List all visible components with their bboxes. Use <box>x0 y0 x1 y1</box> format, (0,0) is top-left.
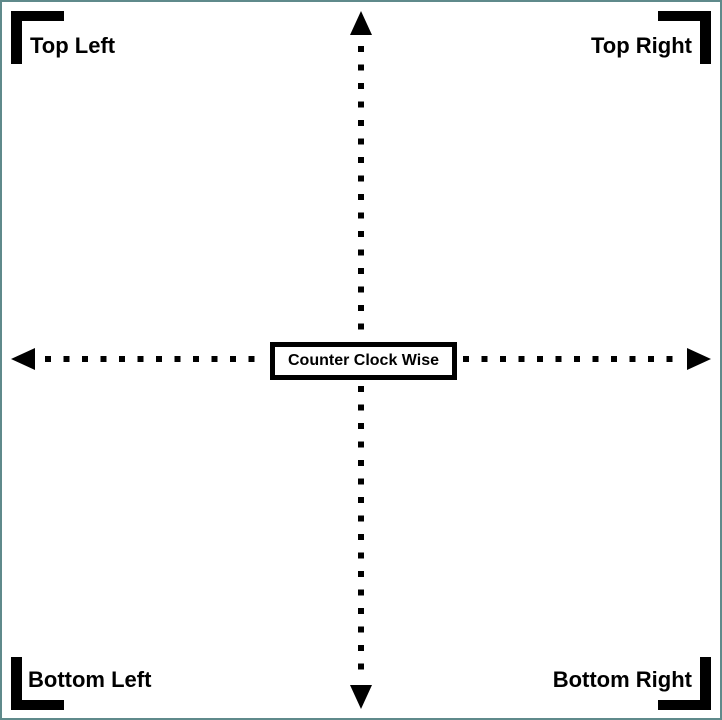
dot-left <box>193 356 199 362</box>
dot-right <box>500 356 506 362</box>
bottom-left-corner-bracket-icon <box>11 657 64 710</box>
dotted-line-up <box>358 46 364 330</box>
dot-right <box>592 356 599 362</box>
arrow-left-icon <box>11 348 35 370</box>
dot-left <box>100 356 107 362</box>
arrow-down-icon <box>350 685 372 709</box>
dot-down <box>358 404 364 411</box>
dot-down <box>358 608 364 614</box>
dot-down <box>358 441 364 448</box>
dot-right <box>648 356 654 362</box>
dot-right <box>537 356 543 362</box>
dot-up <box>358 305 364 311</box>
dot-down <box>358 663 364 670</box>
top-right-label: Top Right <box>591 33 692 58</box>
dot-right <box>666 356 673 362</box>
dot-down <box>358 552 364 559</box>
dot-left <box>63 356 70 362</box>
dotted-line-right <box>463 356 673 362</box>
dot-up <box>358 194 364 200</box>
top-left-corner-bracket-icon <box>11 11 64 64</box>
bottom-right-label: Bottom Right <box>552 667 692 692</box>
dot-down <box>358 589 364 596</box>
dot-left <box>156 356 162 362</box>
dot-down <box>358 626 364 633</box>
dot-up <box>358 212 364 219</box>
dotted-line-left <box>45 356 255 362</box>
dot-right <box>555 356 562 362</box>
dot-up <box>358 286 364 293</box>
dot-down <box>358 571 364 577</box>
dot-down <box>358 497 364 503</box>
dot-up <box>358 249 364 256</box>
dot-down <box>358 460 364 466</box>
center-label-box: Counter Clock Wise <box>270 342 457 380</box>
dot-down <box>358 423 364 429</box>
top-left-label: Top Left <box>30 33 116 58</box>
dot-left <box>230 356 236 362</box>
dot-right <box>481 356 488 362</box>
dot-right <box>611 356 617 362</box>
dot-left <box>248 356 255 362</box>
arrow-right-icon <box>687 348 711 370</box>
dot-down <box>358 645 364 651</box>
dot-up <box>358 138 364 145</box>
dot-up <box>358 101 364 108</box>
dot-left <box>174 356 181 362</box>
bottom-right-corner-bracket-icon <box>658 657 711 710</box>
top-right-corner-bracket-icon <box>658 11 711 64</box>
dot-right <box>629 356 636 362</box>
dot-left <box>137 356 144 362</box>
dot-left <box>45 356 51 362</box>
dot-right <box>463 356 469 362</box>
dot-up <box>358 157 364 163</box>
dot-right <box>518 356 525 362</box>
dot-up <box>358 268 364 274</box>
arrow-up-icon <box>350 11 372 35</box>
dot-up <box>358 120 364 126</box>
dot-up <box>358 175 364 182</box>
dot-up <box>358 83 364 89</box>
center-label: Counter Clock Wise <box>288 352 439 369</box>
dot-down <box>358 534 364 540</box>
dot-up <box>358 46 364 52</box>
dot-up <box>358 323 364 330</box>
dot-down <box>358 386 364 392</box>
dot-up <box>358 64 364 71</box>
dotted-line-down <box>358 386 364 670</box>
dot-down <box>358 478 364 485</box>
dot-right <box>574 356 580 362</box>
dot-down <box>358 515 364 522</box>
dot-left <box>82 356 88 362</box>
dot-left <box>211 356 218 362</box>
dot-up <box>358 231 364 237</box>
dot-left <box>119 356 125 362</box>
bottom-left-label: Bottom Left <box>28 667 152 692</box>
